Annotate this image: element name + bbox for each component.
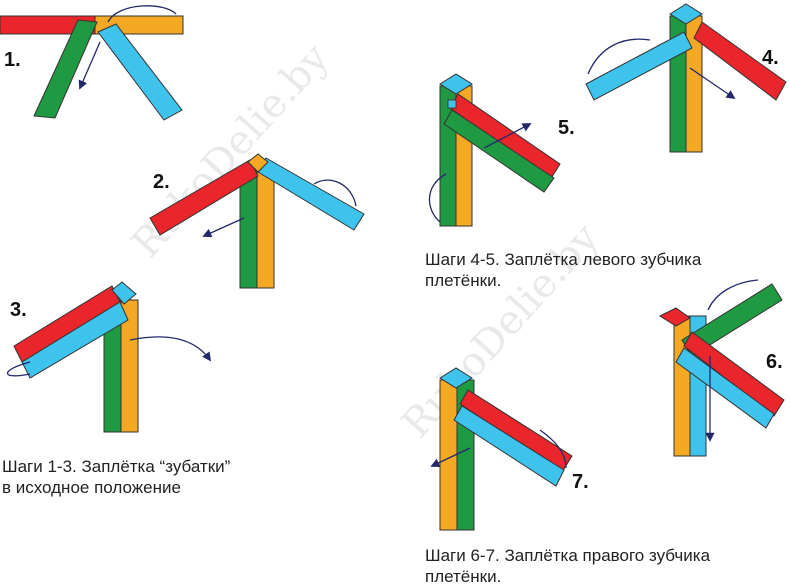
fold-corner — [658, 307, 691, 327]
green-fold-strip — [443, 109, 555, 193]
step-2-figure: 2. — [149, 153, 365, 289]
direction-arrow — [483, 123, 532, 149]
direction-arrow — [689, 67, 736, 100]
step-7-figure: 7. — [430, 367, 589, 531]
blue-strip — [585, 31, 693, 101]
caption-steps-4-5: Шаги 4-5. Заплётка левого зубчика плетён… — [425, 249, 701, 291]
red-strip — [149, 159, 259, 236]
curve-arrow — [539, 429, 567, 469]
caption-line: Шаги 4-5. Заплётка левого зубчика — [425, 250, 702, 269]
step-number-1: 1. — [4, 49, 21, 71]
svg-text:RukoDelie.by: RukoDelie.by — [123, 35, 338, 267]
green-strip — [681, 283, 783, 357]
curve-arrow — [587, 38, 651, 75]
curve-arrow — [107, 5, 177, 23]
watermark: RukoDelie.by RukoDelie.by — [123, 35, 608, 447]
green-strip — [239, 167, 258, 289]
red-strip — [693, 21, 787, 101]
step-1-figure: 1. — [0, 5, 184, 121]
blue-strip — [21, 301, 129, 379]
caption-line: в исходное положение — [2, 478, 181, 497]
fold-corner — [439, 73, 473, 95]
caption-line: Шаги 6-7. Заплётка правого зубчика — [425, 546, 711, 565]
step-number-2: 2. — [153, 171, 170, 193]
fold-corner — [669, 3, 703, 25]
caption-line: плетёнки. — [425, 271, 502, 290]
blue-detail — [447, 99, 457, 109]
step-number-5: 5. — [558, 117, 575, 139]
caption-line: Шаги 1-3. Заплётка “зубатки” — [2, 457, 231, 476]
step-number-3: 3. — [10, 299, 27, 321]
step-6-figure: 6. — [658, 279, 785, 457]
direction-arrow — [430, 447, 471, 467]
curve-arrow — [707, 279, 759, 311]
direction-arrow — [129, 336, 212, 362]
blue-fold-strip — [675, 347, 775, 429]
green-strip — [33, 19, 98, 119]
step-number-7: 7. — [572, 471, 589, 493]
step-number-6: 6. — [766, 351, 783, 373]
caption-steps-1-3: Шаги 1-3. Заплётка “зубатки” в исходное … — [2, 456, 230, 498]
curve-arrow — [428, 173, 447, 223]
curve-arrow — [313, 179, 357, 207]
direction-arrow — [78, 41, 101, 90]
caption-line: плетёнки. — [425, 567, 502, 586]
fold-corner — [247, 153, 269, 173]
direction-arrow — [202, 217, 245, 238]
step-3-figure: 3. — [7, 281, 212, 433]
step-4-figure: 4. — [585, 3, 787, 153]
curve-arrow-left — [7, 361, 31, 377]
fold-corner — [439, 367, 473, 389]
fold-corner — [111, 281, 137, 305]
caption-steps-6-7: Шаги 6-7. Заплётка правого зубчика плетё… — [425, 545, 710, 587]
blue-strip — [453, 405, 565, 487]
step-5-figure: 5. — [428, 73, 575, 227]
orange-strip — [256, 167, 275, 289]
blue-strip — [97, 23, 183, 121]
step-number-4: 4. — [762, 47, 779, 69]
